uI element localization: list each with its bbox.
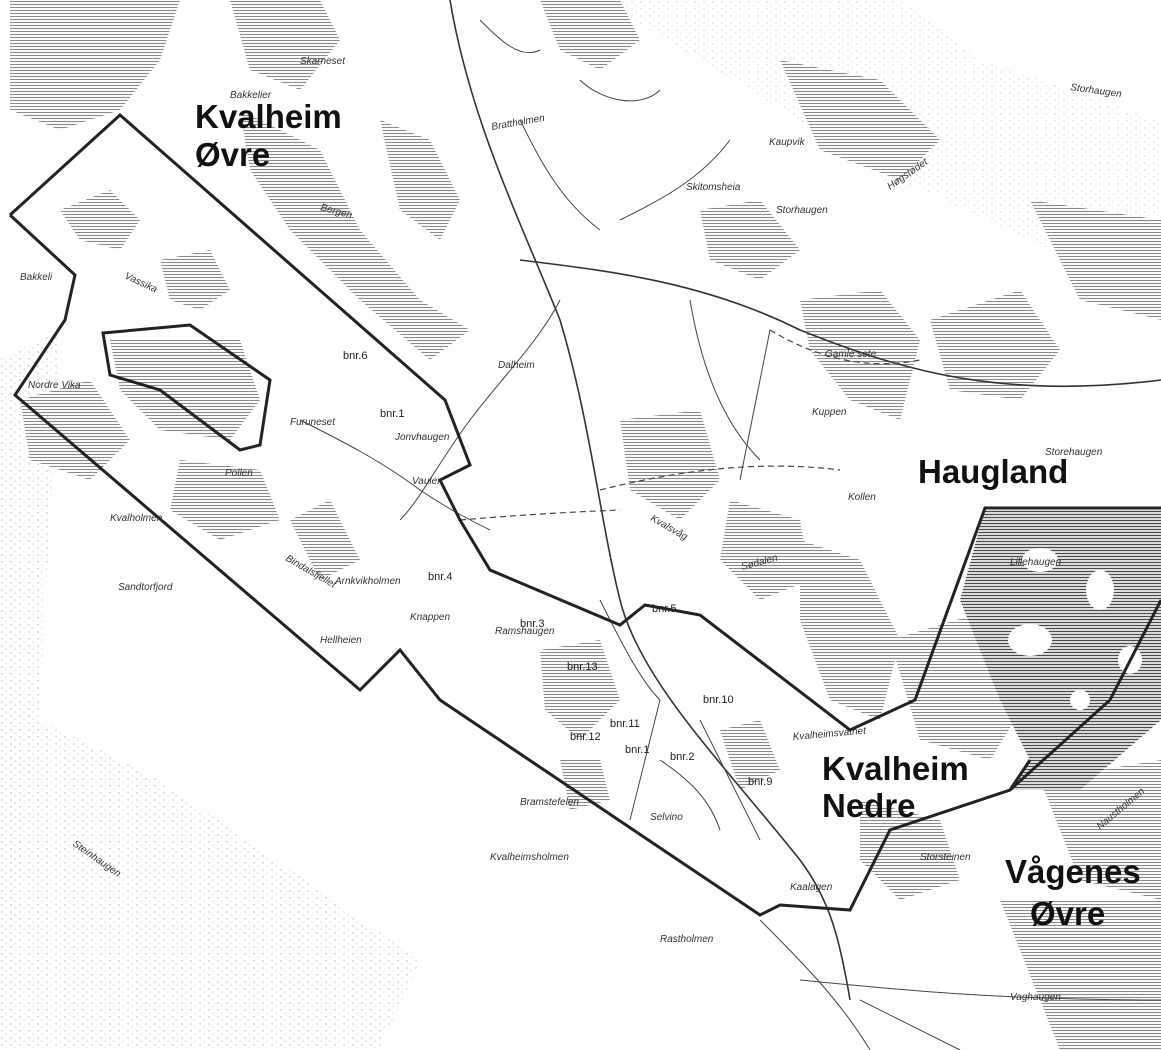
place-name-hellheien: Hellheien [320,635,362,646]
parcel-label-bnr-4: bnr.4 [428,571,452,583]
place-name-bakkeli: Bakkeli [20,272,53,283]
parcel-label-bnr-6: bnr.6 [343,350,367,362]
parcel-label-bnr-13: bnr.13 [567,661,598,673]
place-name-kvalheimsholmen: Kvalheimsholmen [490,852,569,863]
farm-name-kvalheim-ovre-line1: Kvalheim [195,98,342,135]
farm-name-vagenes-ovre-line1: Vågenes [1005,853,1141,890]
place-name-kvalholmen: Kvalholmen [110,513,163,524]
parcel-label-bnr-10: bnr.10 [703,694,734,706]
place-name-bramstefelen: Bramstefelen [520,797,579,808]
farm-names: Kvalheim Øvre Haugland Kvalheim Nedre Vå… [195,98,1141,932]
parcel-labels: bnr.6 bnr.1 bnr.4 bnr.5 bnr.3 bnr.13 bnr… [343,350,772,788]
place-name-storsteinen: Storsteinen [920,852,971,863]
place-name-storhaugen-2: Storhaugen [776,205,828,216]
place-name-selvino: Selvino [650,812,683,823]
place-name-skitomsheia: Skitomsheia [686,182,741,193]
place-name-jonvhaugen: Jonvhaugen [394,432,450,443]
property-boundaries [8,112,1161,917]
place-name-kvalsvag: Kvalsvåg [649,512,691,543]
parcel-label-bnr-2: bnr.2 [670,751,694,763]
place-name-dalheim: Dalheim [498,360,535,371]
place-name-kuppen: Kuppen [812,407,847,418]
place-name-gamle-sete: Gamle sete [825,349,877,360]
road-network [299,0,1161,1050]
place-name-brattholmen: Brattholmen [491,113,546,133]
parcel-label-bnr-1-bottom: bnr.1 [625,744,649,756]
farm-name-kvalheim-nedre-line2: Nedre [822,787,916,824]
farm-name-vagenes-ovre-line2: Øvre [1030,895,1105,932]
place-name-arnkvikholmen: Arnkvikholmen [334,576,401,587]
place-name-knappen: Knappen [410,612,450,623]
parcel-label-bnr-1-top: bnr.1 [380,408,404,420]
place-name-lillehaugen: Lillehaugen [1010,557,1062,568]
parcel-label-bnr-9: bnr.9 [748,776,772,788]
parcel-label-bnr-12: bnr.12 [570,731,601,743]
place-name-kaalagen: Kaalagen [790,882,833,893]
place-name-kvalheimsvatnet: Kvalheimsvatnet [792,726,867,743]
place-name-ramshaugen: Ramshaugen [495,626,555,637]
place-name-storehaugen: Storehaugen [1045,447,1103,458]
place-name-rastholmen: Rastholmen [660,934,714,945]
place-name-furuneset: Furuneset [290,417,336,428]
parcel-label-bnr-11: bnr.11 [610,718,640,730]
parcel-label-bnr-5: bnr.5 [652,603,676,615]
place-name-vaulen: Vaulen [412,476,443,487]
place-name-vaghaugen: Vaghaugen [1010,992,1061,1003]
place-name-kaupvik: Kaupvik [769,137,806,148]
parcel-label-bnr-3: bnr.3 [520,618,544,630]
place-name-skarneset: Skarneset [300,56,346,67]
place-name-nordre-vika: Nordre Vika [28,380,81,391]
farm-name-haugland: Haugland [918,453,1068,490]
terrain-shading [10,0,1161,1050]
place-name-kollen: Kollen [848,492,876,503]
place-name-pollen: Pollen [225,468,253,479]
farm-name-kvalheim-ovre-line2: Øvre [195,136,270,173]
place-name-sandtorfjord: Sandtorfjord [118,582,173,593]
place-name-bakkelier: Bakkelier [230,90,272,101]
place-name-vassika: Vassika [123,271,159,296]
farm-name-kvalheim-nedre-line1: Kvalheim [822,750,969,787]
